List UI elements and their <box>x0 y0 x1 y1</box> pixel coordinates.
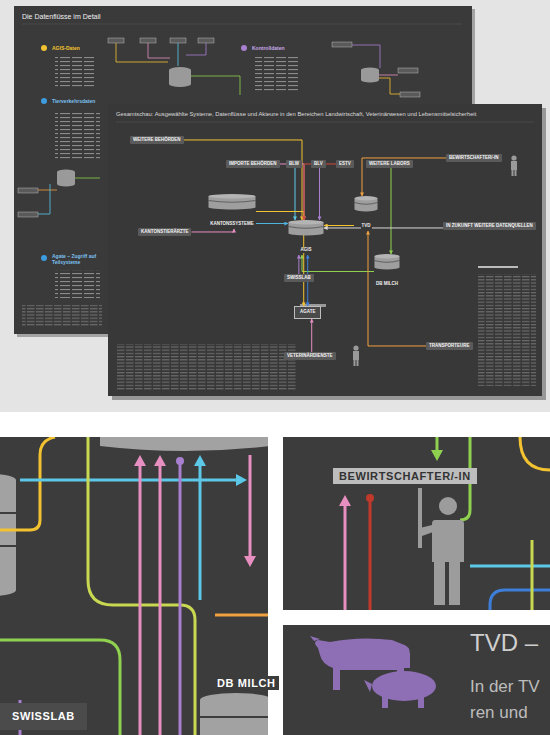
section-heading: Agate – Zugriff auf Teilsysteme <box>52 253 104 265</box>
poster-panel: Gesamtschau: Ausgewählte Systeme, Datenf… <box>108 104 542 396</box>
poster-panel: Die Datenflüsse im Detail <box>14 6 472 334</box>
data-flow-connector <box>391 168 392 254</box>
system-box: BLV <box>311 160 326 168</box>
system-box: KANTONSTIERÄRZTE <box>138 228 191 236</box>
system-box: BLW <box>286 160 302 168</box>
system-box: AGATE <box>294 306 321 319</box>
database-node: DB MILCH <box>374 254 400 289</box>
system-box: VETERINÄRDIENSTE <box>284 352 336 360</box>
data-flow-connector <box>324 225 354 226</box>
database-symbol <box>208 194 256 210</box>
system-box: IN ZUKUNFT WEITERE DATENQUELLEN <box>443 222 536 230</box>
data-flow-connector <box>304 164 336 220</box>
database-symbol <box>374 254 400 270</box>
node-label: ESTV <box>339 162 351 167</box>
node-label: SWISSLAB <box>287 276 311 281</box>
node-label: KANTONSSYSTEME <box>209 222 255 228</box>
data-flow-connector <box>295 168 296 220</box>
node-label: BLW <box>289 162 299 167</box>
system-box: TRANSPORTEURE <box>426 342 473 350</box>
data-flow-connector <box>368 231 426 346</box>
system-box: BEWIRTSCHAFTER/-IN <box>446 154 502 162</box>
node-label: WEITERE LABORS <box>369 162 410 167</box>
data-flow-connector <box>362 158 446 196</box>
system-box: SWISSLAB <box>0 703 87 730</box>
system-box: IMPORTE BEHÖRDEN <box>226 160 280 168</box>
system-box: WEITERE BEHÖRDEN <box>130 136 184 144</box>
node-label: TRANSPORTEURE <box>429 344 470 349</box>
node-label: KANTONSTIERÄRZTE <box>141 230 188 235</box>
node-label: DB MILCH <box>214 676 279 690</box>
node-label: AGATE <box>300 310 315 315</box>
section-heading: AGIS-Daten <box>52 45 80 51</box>
database-node: AGIS <box>288 220 324 255</box>
node-label: BEWIRTSCHAFTER/-IN <box>339 470 471 482</box>
panel-text: ren und <box>470 703 528 723</box>
data-flow-connector <box>191 229 234 232</box>
node-label: DB MILCH <box>375 282 399 288</box>
data-flow-connector <box>256 223 288 224</box>
data-flow-connector <box>311 319 312 352</box>
data-flow-connector <box>184 140 302 220</box>
data-flow-connector <box>319 168 320 220</box>
node-label: VETERINÄRDIENSTE <box>287 354 333 359</box>
node-label: AGIS <box>299 248 312 254</box>
database-node: TVD <box>354 196 378 231</box>
actor-sign: BEWIRTSCHAFTER/-IN <box>333 468 477 484</box>
node-label: SWISSLAB <box>12 710 75 722</box>
node-label: IN ZUKUNFT WEITERE DATENQUELLEN <box>446 224 533 229</box>
data-flow-connector <box>324 227 443 228</box>
node-label: IMPORTE BEHÖRDEN <box>229 162 277 167</box>
node-label: BEWIRTSCHAFTER/-IN <box>449 156 499 161</box>
system-box: SWISSLAB <box>284 274 314 282</box>
panel-text: In der TV <box>470 677 540 697</box>
poster-title: Gesamtschau: Ausgewählte Systeme, Datenf… <box>116 111 476 117</box>
database-symbol <box>354 196 378 212</box>
section-heading: Kontrolldaten <box>252 45 285 51</box>
data-flow-connector <box>302 255 374 272</box>
node-label: TVD <box>361 224 372 230</box>
data-flow-connector <box>298 255 299 274</box>
node-label: WEITERE BEHÖRDEN <box>133 138 181 143</box>
section-heading: Tierverkehrsdaten <box>52 98 95 104</box>
poster-title: Die Datenflüsse im Detail <box>22 13 101 20</box>
panel-text: TVD – <box>470 629 538 657</box>
database-node: KANTONSSYSTEME <box>208 194 256 229</box>
system-box: ESTV <box>336 160 354 168</box>
database-node: DB MILCH <box>214 676 279 690</box>
system-box: WEITERE LABORS <box>366 160 413 168</box>
database-symbol <box>288 220 324 236</box>
node-label: BLV <box>314 162 323 167</box>
